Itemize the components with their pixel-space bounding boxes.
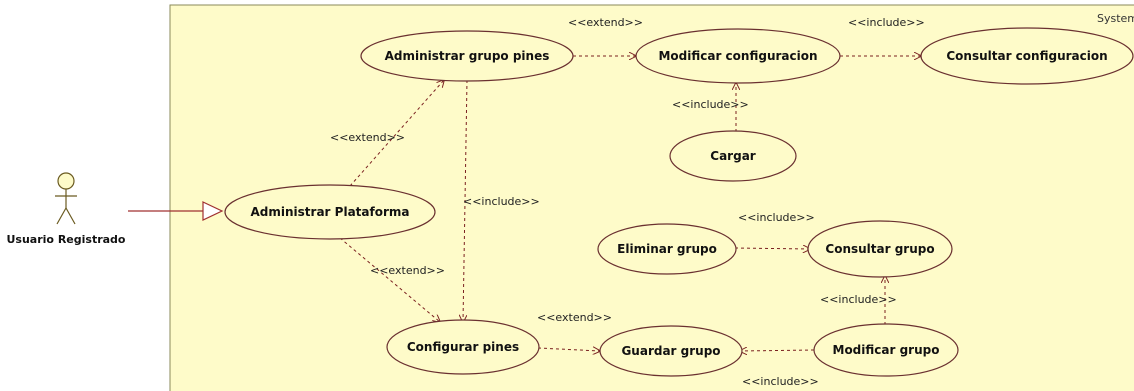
uc-modificar-grupo-label: Modificar grupo <box>833 343 940 357</box>
uc-guardar-grupo-label: Guardar grupo <box>621 344 720 358</box>
system-label: System <box>1097 12 1134 25</box>
label-extend-grupo-modificar: <<extend>> <box>568 16 643 29</box>
stick-figure-icon <box>55 172 77 225</box>
uc-consultar-configuracion-label: Consultar configuracion <box>946 49 1107 63</box>
uc-administrar-plataforma-label: Administrar Plataforma <box>251 205 410 219</box>
label-extend-admin-grupo: <<extend>> <box>330 131 405 144</box>
uc-eliminar-grupo[interactable]: Eliminar grupo <box>597 223 737 275</box>
uc-administrar-grupo-pines[interactable]: Administrar grupo pines <box>360 30 574 82</box>
rel-modificar-grupo-to-guardar <box>740 350 815 351</box>
label-extend-config-guardar: <<extend>> <box>537 311 612 324</box>
uc-eliminar-grupo-label: Eliminar grupo <box>617 242 717 256</box>
uc-consultar-grupo[interactable]: Consultar grupo <box>807 220 953 278</box>
uc-modificar-configuracion[interactable]: Modificar configuracion <box>635 28 841 84</box>
uc-cargar[interactable]: Cargar <box>669 130 797 182</box>
uc-administrar-plataforma[interactable]: Administrar Plataforma <box>224 184 436 240</box>
label-include-modgrupo-consultar: <<include>> <box>820 293 897 306</box>
rel-grupo-to-configurar <box>463 79 468 322</box>
association-actor-admin <box>128 201 224 221</box>
rel-admin-to-configurar <box>339 237 440 322</box>
label-include-grupo-config: <<include>> <box>463 195 540 208</box>
uc-cargar-label: Cargar <box>710 149 756 163</box>
label-extend-admin-config: <<extend>> <box>370 264 445 277</box>
uc-configurar-pines[interactable]: Configurar pines <box>386 319 540 375</box>
uc-consultar-configuracion[interactable]: Consultar configuracion <box>920 27 1134 85</box>
label-include-modgrupo-guardar: <<include>> <box>742 375 819 388</box>
label-include-eliminar: <<include>> <box>738 211 815 224</box>
uc-configurar-pines-label: Configurar pines <box>407 340 519 354</box>
actor-usuario-registrado[interactable]: Usuario Registrado <box>7 172 126 246</box>
label-include-cargar: <<include>> <box>672 98 749 111</box>
rel-configurar-to-guardar <box>537 348 600 351</box>
uc-consultar-grupo-label: Consultar grupo <box>825 242 934 256</box>
actor-name: Usuario Registrado <box>7 233 126 246</box>
label-include-modificar-consultar: <<include>> <box>848 16 925 29</box>
rel-eliminar-to-consultar <box>734 248 810 249</box>
uc-modificar-configuracion-label: Modificar configuracion <box>658 49 817 63</box>
uc-guardar-grupo[interactable]: Guardar grupo <box>599 325 743 377</box>
uc-administrar-grupo-pines-label: Administrar grupo pines <box>385 49 550 63</box>
uc-modificar-grupo[interactable]: Modificar grupo <box>813 323 959 377</box>
